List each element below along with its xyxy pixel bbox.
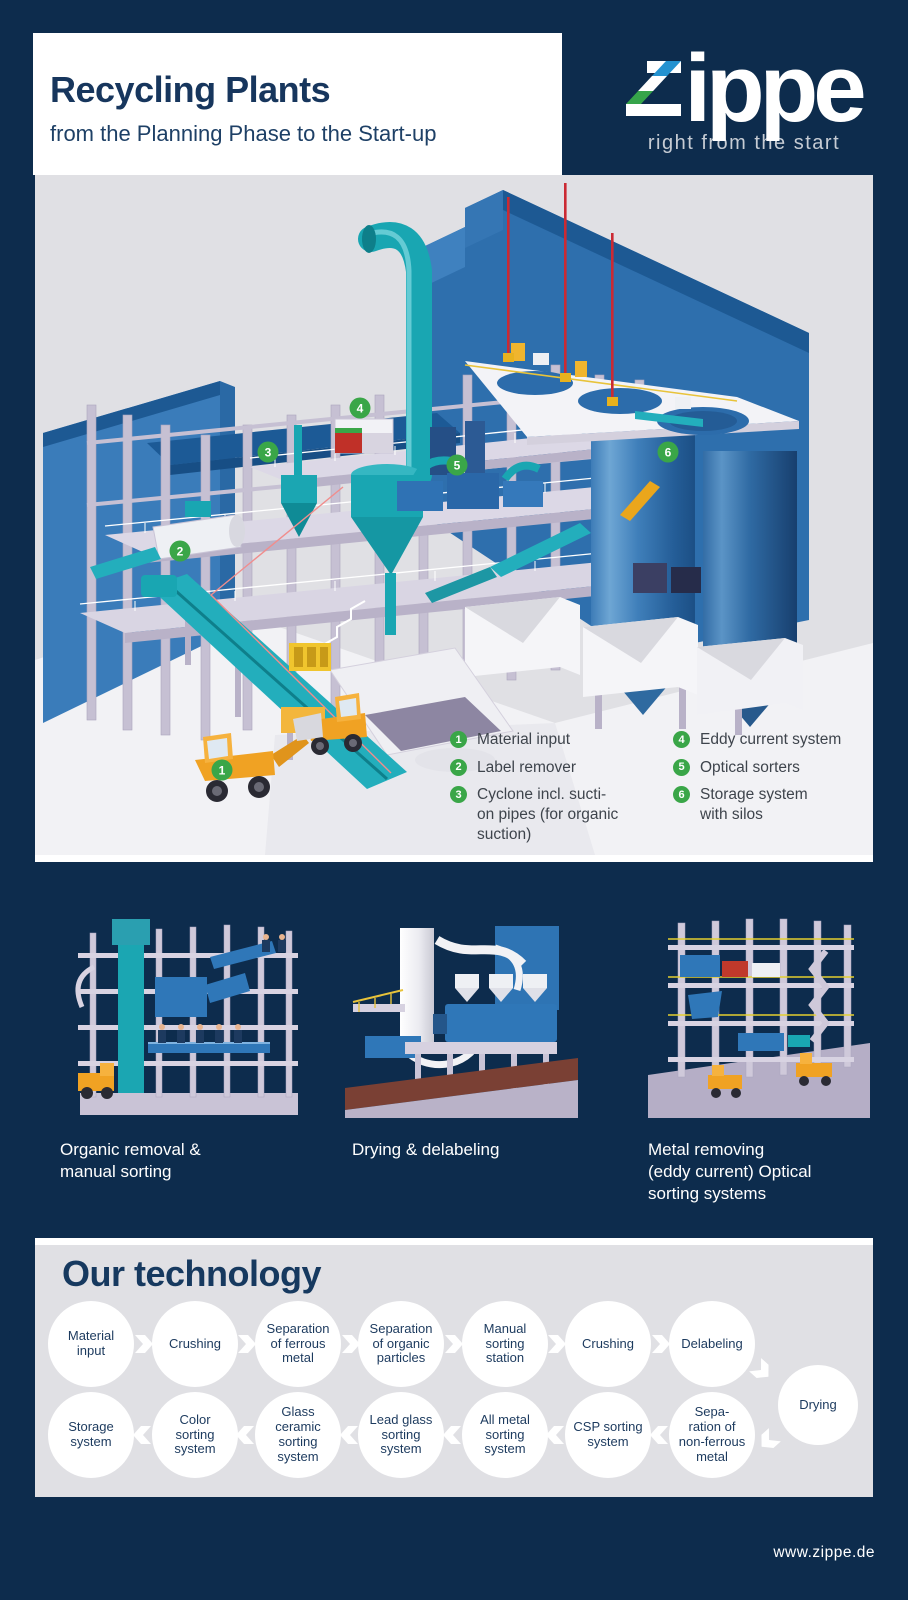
flow-arrow-right-icon [548, 1335, 566, 1353]
flow-arrow-down-right-icon [749, 1357, 769, 1379]
flow-step-nonferrous-separation: Sepa- ration of non-ferrous metal [669, 1392, 755, 1478]
caption-drying-delabeling: Drying & delabeling [352, 1140, 500, 1159]
flow-step-crushing-1: Crushing [152, 1301, 238, 1387]
svg-text:6: 6 [665, 446, 672, 460]
flow-step-drying: Drying [778, 1365, 858, 1445]
legend-item-6: 6 Storage system with silos [673, 785, 873, 824]
legend-label-6: Storage system with silos [700, 786, 808, 824]
legend-label-2: Label remover [477, 758, 577, 776]
flow-step-color-sorting: Color sorting system [152, 1392, 238, 1478]
legend-item-4: 4 Eddy current system [673, 730, 873, 750]
header-card: Recycling Plants from the Planning Phase… [33, 33, 562, 175]
flow-step-crushing-2: Crushing [565, 1301, 651, 1387]
wheel-loader-1 [195, 713, 323, 802]
yellow-truck [78, 1063, 114, 1099]
flow-arrow-left-icon [133, 1426, 151, 1444]
flow-arrow-right-icon [652, 1335, 670, 1353]
svg-text:4: 4 [357, 402, 364, 416]
caption-metal-removing: Metal removing (eddy current) Optical so… [648, 1140, 812, 1204]
collection-bins [90, 481, 701, 603]
flow-step-organic-separation: Separation of organic particles [358, 1301, 444, 1387]
photo-organic-removal [75, 919, 298, 1115]
flow-step-material-input: Material input [48, 1301, 134, 1387]
flow-step-csp-sorting: CSP sorting system [565, 1392, 651, 1478]
diagram-markers: 1 2 3 4 5 6 [169, 397, 679, 781]
legend-badge-1: 1 [450, 731, 467, 748]
caption-organic-removal: Organic removal & manual sorting [60, 1140, 201, 1182]
flow-arrow-right-icon [135, 1335, 153, 1353]
legend-badge-2: 2 [450, 758, 467, 776]
legend-label-1: Material input [477, 731, 571, 748]
technology-panel: Our technology Material input Crushing S… [35, 1238, 873, 1497]
page-subtitle: from the Planning Phase to the Start-up [50, 121, 437, 146]
zippe-logo: ippe right from the start [598, 34, 890, 155]
legend-label-4: Eddy current system [700, 731, 842, 748]
mini-loaders [708, 1053, 832, 1098]
logo-wordmark: ippe [598, 34, 890, 137]
plant-3d-illustration: 1 2 3 4 5 6 [35, 183, 873, 855]
website-url: www.zippe.de [773, 1544, 875, 1561]
flow-arrow-right-icon [445, 1335, 463, 1353]
logo-tagline: right from the start [647, 132, 841, 154]
technology-title: Our technology [62, 1253, 322, 1294]
legend-item-2: 2 Label remover [450, 758, 655, 778]
photo-drying-delabeling [345, 926, 578, 1118]
flow-step-all-metal-sorting: All metal sorting system [462, 1392, 548, 1478]
legend-item-3: 3 Cyclone incl. sucti- on pipes (for org… [450, 785, 655, 844]
flow-arrow-left-icon [236, 1426, 254, 1444]
flow-arrow-right-icon [238, 1335, 256, 1353]
concrete-bunkers [465, 597, 803, 715]
flow-step-manual-sorting: Manual sorting station [462, 1301, 548, 1387]
legend-item-5: 5 Optical sorters [673, 758, 873, 778]
plant-diagram-panel: 1 2 3 4 5 6 1 Material input 2 Label rem… [35, 175, 873, 862]
cyclone-suction-pipes [281, 222, 432, 635]
legend-badge-4: 4 [673, 731, 690, 748]
page-title: Recycling Plants [50, 69, 331, 110]
input-pit [322, 600, 514, 772]
flow-arrow-left-icon [546, 1426, 564, 1444]
control-cabinet [289, 643, 331, 671]
flow-step-storage-system: Storage system [48, 1392, 134, 1478]
logo-text: ippe [684, 35, 866, 143]
flow-arrow-left-icon [650, 1426, 668, 1444]
flow-step-ferrous-separation: Separation of ferrous metal [255, 1301, 341, 1387]
flow-arrow-down-left-icon [761, 1427, 781, 1449]
flow-step-lead-glass-sorting: Lead glass sorting system [358, 1392, 444, 1478]
legend-label-5: Optical sorters [700, 758, 800, 776]
silo-top-deck [464, 343, 799, 445]
legend-column-2: 4 Eddy current system 5 Optical sorters … [673, 730, 873, 825]
optical-sorters [397, 421, 543, 511]
flow-step-delabeling: Delabeling [669, 1301, 755, 1387]
hoppers [455, 974, 547, 1002]
eddy-current-machine [334, 418, 394, 454]
legend-item-1: 1 Material input [450, 730, 655, 750]
legend-badge-5: 5 [673, 758, 690, 776]
flow-arrow-left-icon [340, 1426, 358, 1444]
legend-badge-3: 3 [450, 786, 467, 804]
svg-text:1: 1 [219, 764, 226, 778]
flow-step-glass-ceramic-sorting: Glass ceramic sorting system [255, 1392, 341, 1478]
logo-z-icon [626, 61, 682, 116]
photo-metal-removing [648, 918, 870, 1118]
workers [158, 934, 286, 1043]
svg-text:3: 3 [265, 446, 272, 460]
svg-text:2: 2 [177, 545, 184, 559]
svg-text:5: 5 [454, 459, 461, 473]
silo-level-antennas [503, 183, 618, 406]
legend-badge-6: 6 [673, 786, 690, 804]
legend-label-3: Cyclone incl. sucti- on pipes (for organ… [477, 786, 619, 843]
legend-column-1: 1 Material input 2 Label remover 3 Cyclo… [450, 730, 655, 844]
flow-arrow-left-icon [443, 1426, 461, 1444]
flow-arrow-right-icon [342, 1335, 360, 1353]
